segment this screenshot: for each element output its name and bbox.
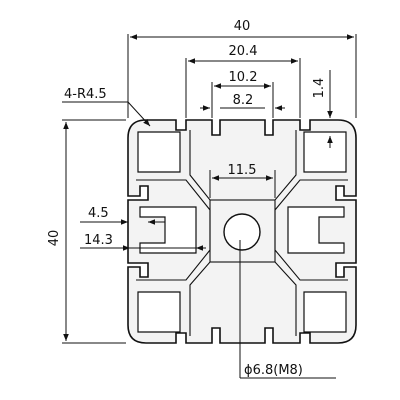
pocket-top-left (137, 131, 181, 173)
dim-slot-depth-outer: 14.3 (84, 233, 113, 248)
dim-overall-height: 40 (47, 230, 62, 247)
dimension-labels: 40 20.4 10.2 8.2 1.4 4-R4.5 40 11.5 4.5 … (47, 19, 327, 378)
dim-overall-width: 40 (234, 19, 251, 34)
dim-slot-depth-inner: 4.5 (88, 206, 109, 221)
dimensions (62, 34, 357, 379)
pocket-bottom-left (137, 291, 181, 333)
center-bore (223, 213, 261, 251)
dim-lip-thickness: 1.4 (312, 78, 327, 99)
dim-core-width: 11.5 (228, 163, 257, 178)
slot-right (287, 206, 345, 254)
profile-core (209, 199, 276, 263)
dim-center-bore: ϕ6.8(M8) (244, 363, 303, 378)
slot-left (139, 206, 197, 254)
pocket-top-right (303, 131, 347, 173)
dim-slot-opening-width: 10.2 (229, 70, 258, 85)
dim-slot-outer-width: 20.4 (229, 44, 258, 59)
pocket-bottom-right (303, 291, 347, 333)
dim-corner-radius: 4-R4.5 (64, 87, 107, 102)
dim-slot-neck-width: 8.2 (233, 93, 254, 108)
aluminium-profile (127, 119, 357, 344)
